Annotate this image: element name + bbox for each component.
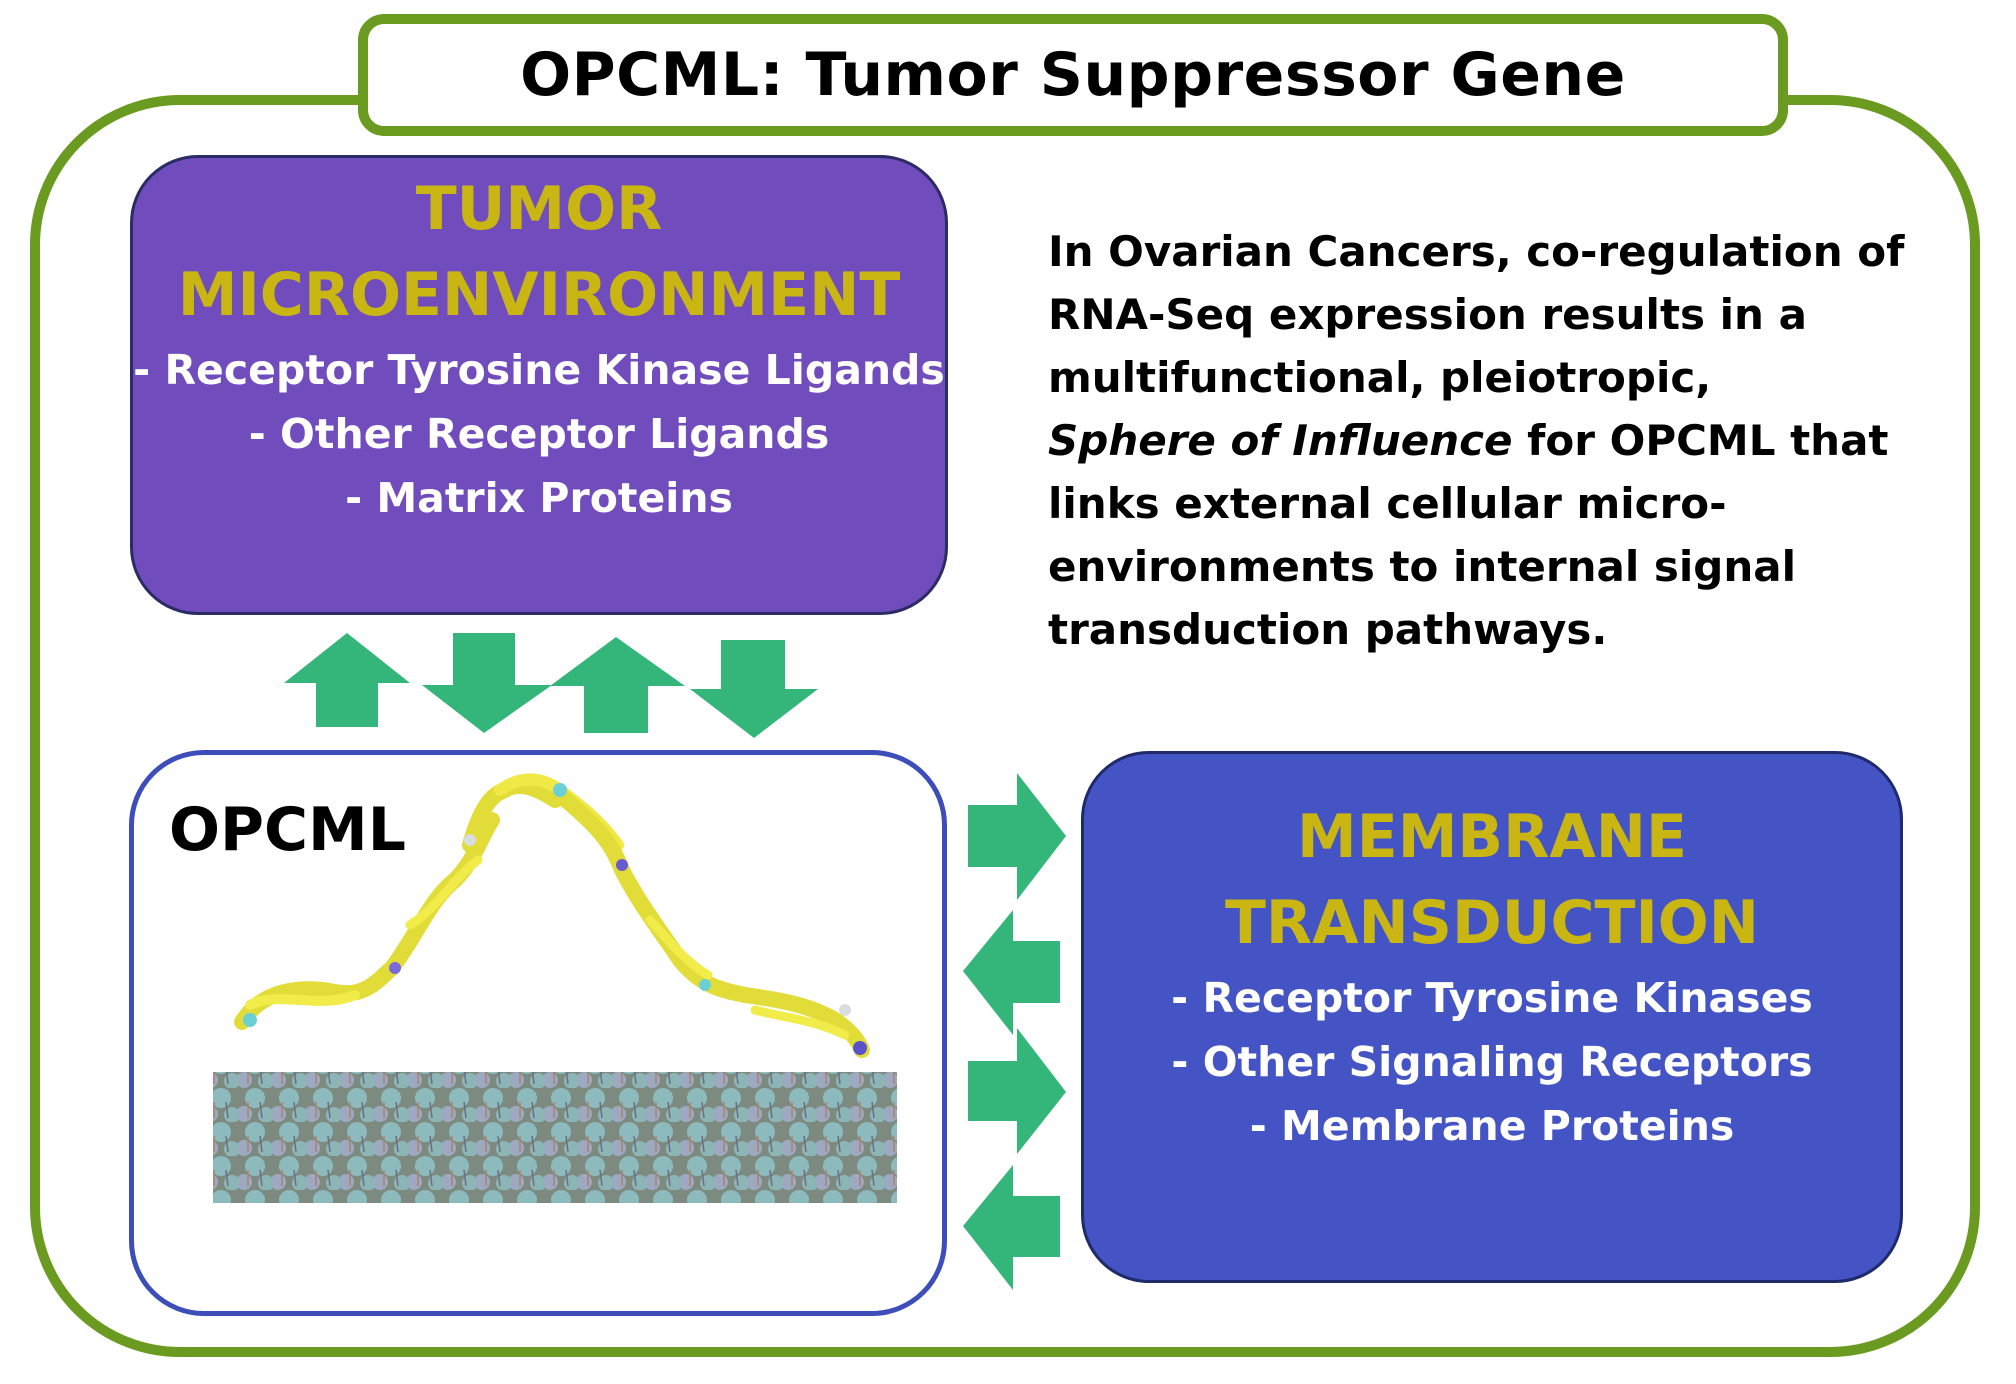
right-arrow-icon (968, 1028, 1066, 1154)
description-line: In Ovarian Cancers, co-regulation of (1048, 227, 1905, 276)
sphere-of-influence-italic: Sphere of Influence (1048, 416, 1513, 465)
page-title: OPCML: Tumor Suppressor Gene (520, 40, 1626, 110)
membrane-transduction-box: MEMBRANE TRANSDUCTION - Receptor Tyrosin… (1081, 751, 1903, 1283)
right-arrow-icon (968, 773, 1066, 900)
up-arrow-icon (550, 637, 685, 733)
description-line: environments to internal signal (1048, 542, 1796, 591)
description-line: RNA-Seq expression results in a (1048, 290, 1807, 339)
mt-item-rtk: - Receptor Tyrosine Kinases (1171, 974, 1813, 1022)
description-line: multifunctional, pleiotropic, (1048, 353, 1712, 402)
down-arrow-icon (422, 633, 552, 733)
tme-heading-line2: MICROENVIRONMENT (177, 260, 901, 330)
description-line: transduction pathways. (1048, 605, 1608, 654)
down-arrow-icon (690, 640, 818, 738)
opcml-box: OPCML (129, 750, 947, 1316)
opcml-protein-structure-icon (234, 773, 870, 1058)
left-arrow-icon (963, 910, 1060, 1035)
up-arrow-icon (284, 633, 410, 727)
description-line-rest: for OPCML that (1512, 416, 1889, 465)
opcml-label: OPCML (169, 795, 406, 865)
tme-heading-line1: TUMOR (415, 174, 663, 244)
membrane-bilayer-image (213, 1072, 897, 1203)
mt-heading-line1: MEMBRANE (1297, 802, 1687, 872)
left-arrow-icon (963, 1165, 1060, 1290)
title-box: OPCML: Tumor Suppressor Gene (358, 14, 1788, 136)
description-line: links external cellular micro- (1048, 479, 1727, 528)
tme-item-other-ligands: - Other Receptor Ligands (248, 410, 830, 458)
tumor-microenvironment-box: TUMOR MICROENVIRONMENT - Receptor Tyrosi… (130, 155, 948, 615)
mt-heading-line2: TRANSDUCTION (1224, 888, 1760, 958)
description-text: In Ovarian Cancers, co-regulation of RNA… (1048, 220, 1928, 661)
mt-item-membrane-proteins: - Membrane Proteins (1249, 1102, 1735, 1150)
description-line: Sphere of Influence for OPCML that (1048, 409, 1928, 472)
tme-item-matrix-proteins: - Matrix Proteins (345, 474, 733, 522)
tme-item-rtk-ligands: - Receptor Tyrosine Kinase Ligands (133, 346, 945, 394)
mt-item-other-receptors: - Other Signaling Receptors (1171, 1038, 1813, 1086)
